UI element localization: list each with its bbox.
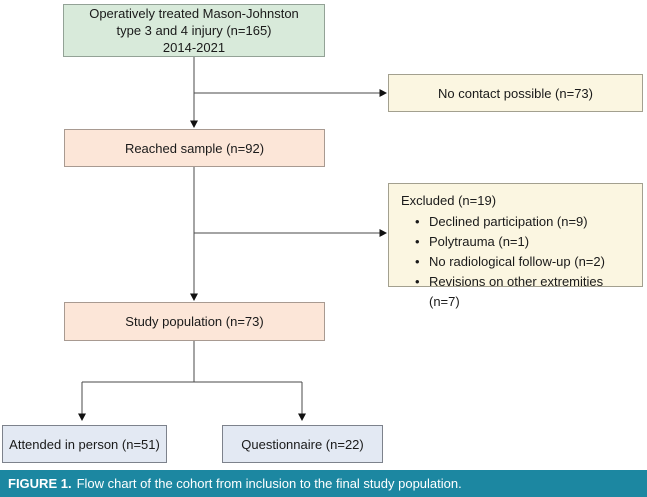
node-reached-label: Reached sample (n=92) — [124, 140, 265, 156]
figure-caption-bar: FIGURE 1. Flow chart of the cohort from … — [0, 470, 647, 497]
node-questionnaire-label: Questionnaire (n=22) — [241, 436, 364, 452]
arrowhead-into-reached — [190, 120, 198, 128]
figure-caption-text: Flow chart of the cohort from inclusion … — [76, 476, 462, 491]
node-initial-line-3: 2014-2021 — [162, 40, 226, 55]
node-no-contact: No contact possible (n=73) — [388, 74, 643, 112]
arrowhead-into-no-contact — [379, 89, 387, 97]
node-no-contact-label: No contact possible (n=73) — [437, 85, 593, 101]
node-questionnaire: Questionnaire (n=22) — [222, 425, 383, 463]
arrowhead-into-attended — [78, 413, 86, 421]
node-reached-sample: Reached sample (n=92) — [64, 129, 325, 167]
excluded-reasons-list: Declined participation (n=9) Polytrauma … — [411, 212, 632, 312]
node-study-label: Study population (n=73) — [125, 314, 264, 329]
node-initial-line-1: Operatively treated Mason-Johnston — [89, 6, 299, 21]
excluded-reason-item: Revisions on other extremities (n=7) — [411, 272, 632, 312]
excluded-reason-item: Declined participation (n=9) — [411, 212, 632, 232]
node-study-population: Study population (n=73) — [64, 302, 325, 341]
node-attended-in-person: Attended in person (n=51) — [2, 425, 167, 463]
excluded-reason-item: Polytrauma (n=1) — [411, 232, 632, 252]
node-attended-label: Attended in person (n=51) — [9, 436, 160, 452]
node-excluded: Excluded (n=19) Declined participation (… — [388, 183, 643, 309]
arrowhead-into-excluded — [379, 229, 387, 237]
arrowhead-into-study — [190, 293, 198, 301]
node-initial-line-2: type 3 and 4 injury (n=165) — [116, 23, 272, 38]
figure-caption-label: FIGURE 1. — [8, 476, 72, 491]
node-excluded-title: Excluded (n=19) — [401, 193, 497, 208]
node-initial-cohort: Operatively treated Mason-Johnston type … — [63, 4, 325, 57]
arrowhead-into-questionnaire — [298, 413, 306, 421]
excluded-reason-item: No radiological follow-up (n=2) — [411, 252, 632, 272]
